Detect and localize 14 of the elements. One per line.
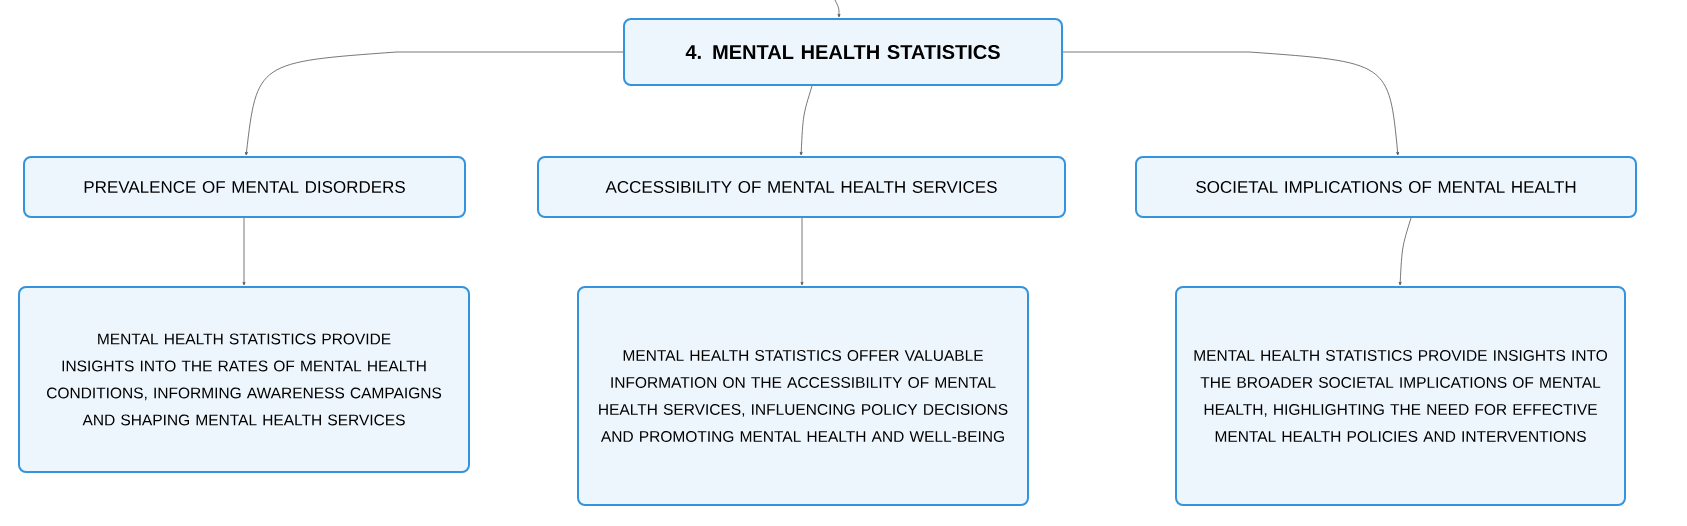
arrow	[834, 0, 841, 18]
arrow	[244, 51, 624, 156]
topic-box: PREVALENCE OF MENTAL DISORDERS	[23, 156, 466, 218]
topic-box: SOCIETAL IMPLICATIONS OF MENTAL HEALTH	[1135, 156, 1637, 218]
arrow	[800, 217, 804, 286]
arrow	[1062, 51, 1400, 156]
description-box: MENTAL HEALTH STATISTICS PROVIDE INSIGHTS INTO THE RATES OF MENTAL HEALTH CONDITIONS, INFORMING AWARENESS CAMPAIGNS AND SHAPING MENTAL HEALTH SERVICES	[18, 286, 470, 473]
arrow	[799, 85, 813, 156]
description-box: MENTAL HEALTH STATISTICS OFFER VALUABLE INFORMATION ON THE ACCESSIBILITY OF MENTAL HEALTH SERVICES, INFLUENCING POLICY DECISIONS AND PROMOTING MENTAL HEALTH AND WELL-BEING	[577, 286, 1029, 506]
topic-box: ACCESSIBILITY OF MENTAL HEALTH SERVICES	[537, 156, 1066, 218]
description-box: MENTAL HEALTH STATISTICS PROVIDE INSIGHTS INTO THE BROADER SOCIETAL IMPLICATIONS OF MENTAL HEALTH, HIGHLIGHTING THE NEED FOR EFFECTIVE MENTAL HEALTH POLICIES AND INTERVENTIONS	[1175, 286, 1626, 506]
arrow	[242, 217, 246, 286]
arrow	[1398, 217, 1412, 286]
central-topic-box: 4. MENTAL HEALTH STATISTICS	[623, 18, 1063, 86]
